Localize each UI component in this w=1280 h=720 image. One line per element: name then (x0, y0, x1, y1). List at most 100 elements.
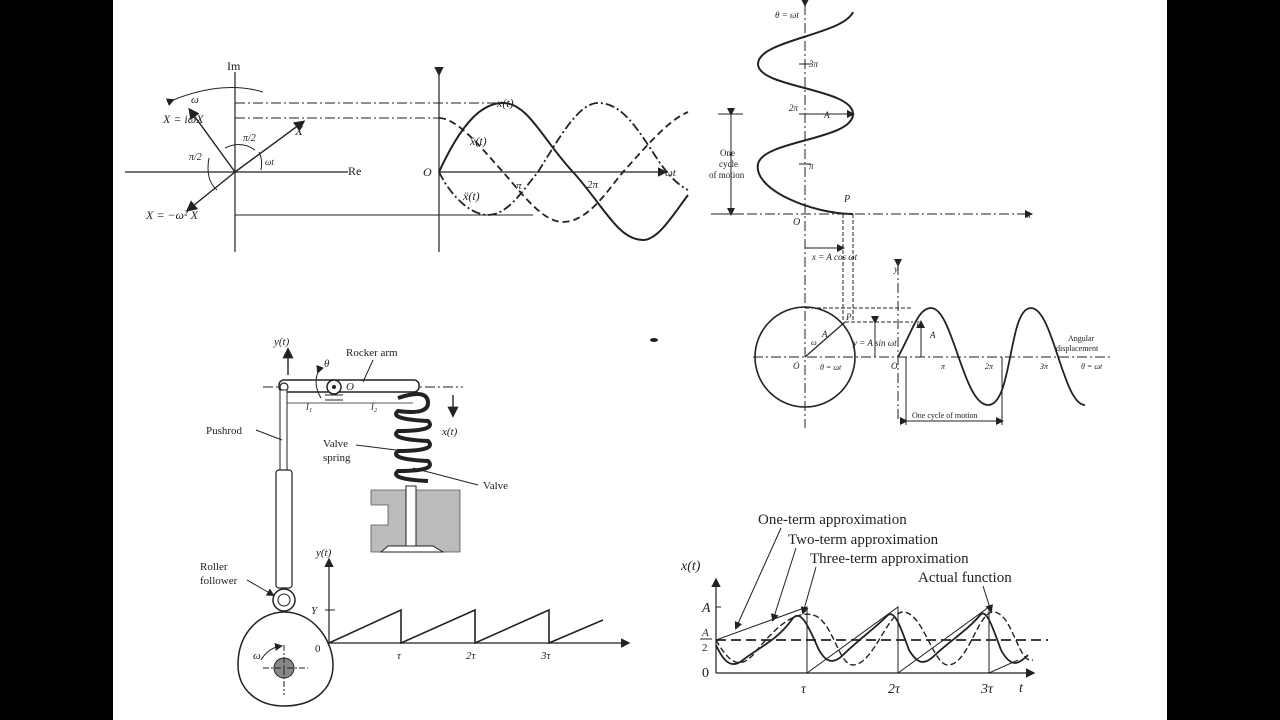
fourier-zero-label: 0 (702, 666, 709, 681)
three-pi-label: 3π (808, 59, 819, 69)
theta-circle-label: θ = ωt (820, 363, 842, 372)
one-term-curve (715, 611, 1034, 666)
x-vector (234, 120, 306, 173)
origin-circle-label: O (793, 361, 800, 371)
pushrod (275, 469, 293, 589)
fourier-approximation-chart: One-term approximation Two-term approxim… (680, 512, 1048, 697)
fourier-xt-label: x(t) (680, 559, 701, 574)
pivot-o-label: O (346, 381, 354, 393)
origin-top-label: O (793, 217, 800, 228)
cam-omega-label: ω (253, 650, 261, 662)
omega-t-label: ωt (265, 157, 274, 167)
saw-t-label: t (621, 638, 625, 650)
xdot-vector (188, 107, 236, 173)
fourier-a-half-numerator: A (701, 627, 709, 639)
valve-stem (405, 485, 417, 547)
sine-curve (897, 307, 1086, 406)
valve-spring-label-2: spring (323, 452, 351, 464)
pi-wave-label: π (941, 362, 946, 371)
point-p-circle-label: P (845, 312, 852, 322)
sine-projection-diagram: y A ω P y = A sin ωt O θ = ωt O P A π 2π… (753, 259, 1113, 425)
valve-xt-label: x(t) (441, 426, 458, 438)
valve-spring (394, 392, 432, 483)
x-equation-label: x = A cos ωt (811, 252, 858, 262)
fourier-three-tau-label: 3τ (980, 682, 994, 697)
phasor-diagram: Im Re ω X X = iωX X = −ω² X π/2 π/2 ωt O… (125, 59, 689, 252)
actual-function-curve (715, 606, 1019, 674)
saw-tau-label: τ (397, 650, 402, 662)
xdot-curve (438, 111, 689, 223)
pi2-label-lower: π/2 (189, 152, 202, 163)
three-pi-wave-label: 3π (1039, 362, 1049, 371)
saw-yt-label: y(t) (315, 547, 332, 559)
one-cycle-line1: One (720, 148, 735, 158)
x-vector-label: X (294, 123, 304, 138)
pi2-arc-lower (207, 157, 218, 191)
roller-label-2: follower (200, 575, 238, 587)
omega-bottom-label: ω (811, 338, 817, 347)
sawtooth-chart: y(t) Y 0 τ 2τ 3τ t (311, 547, 631, 662)
pi2-arc-upper (224, 144, 256, 151)
xdot-label: ẋ(t) (469, 134, 487, 148)
roller-label-1: Roller (200, 561, 228, 573)
y-axis-label: y (893, 264, 898, 274)
valve-label: Valve (483, 480, 508, 492)
theta-axis-label: θ = ωt (775, 10, 799, 20)
valve-spring-label-1: Valve (323, 438, 348, 450)
cosine-projection-diagram: θ = ωt 3π 2π π A x O P One cycle of moti… (709, 0, 1033, 428)
y-equation-label: y = A sin ωt (852, 338, 897, 348)
wt-arc (258, 151, 263, 171)
ink-speck (650, 338, 658, 342)
amplitude-wave-label: A (929, 330, 936, 340)
amplitude-label: A (823, 110, 830, 120)
two-term-label: Two-term approximation (788, 532, 939, 548)
one-cycle-line2: cycle (719, 159, 738, 169)
two-pi-label: 2π (789, 103, 799, 113)
figures-canvas: Im Re ω X X = iωX X = −ω² X π/2 π/2 ωt O… (125, 0, 1113, 707)
point-p-top-label: P (843, 194, 850, 205)
omega-label: ω (191, 94, 199, 106)
two-pi-tick-label: 2π (587, 179, 599, 191)
saw-zero-label: 0 (315, 643, 321, 655)
fourier-tau-label: τ (801, 682, 807, 697)
rocker-arm (278, 379, 420, 393)
saw-two-tau-label: 2τ (466, 650, 477, 662)
x-curve (438, 101, 689, 242)
textbook-page: Im Re ω X X = iωX X = −ω² X π/2 π/2 ωt O… (113, 0, 1167, 720)
one-cycle-line3: of motion (709, 170, 745, 180)
xddot-vector-label: X = −ω² X (145, 208, 199, 222)
pi2-label-upper: π/2 (243, 133, 256, 144)
one-cycle-wave-label: One cycle of motion (912, 411, 978, 420)
xddot-vector (185, 171, 236, 212)
fourier-a-half-denominator: 2 (702, 642, 708, 654)
two-pi-wave-label: 2π (985, 362, 994, 371)
fourier-two-tau-label: 2τ (888, 682, 901, 697)
re-label: Re (348, 164, 361, 178)
x-axis-label: x (1026, 210, 1031, 220)
xddot-label: ẍ(t) (462, 189, 480, 203)
im-label: Im (227, 59, 241, 73)
radius-line (804, 321, 846, 358)
rotation-arrow (165, 87, 264, 106)
three-term-label: Three-term approximation (810, 551, 969, 567)
angular-label: Angular (1068, 334, 1095, 343)
three-term-curve (715, 612, 1029, 665)
one-term-label: One-term approximation (758, 512, 907, 528)
cam-theta-label: θ (324, 358, 330, 370)
origin-label: O (423, 165, 432, 179)
pi-tick-label: π (516, 180, 522, 192)
saw-y-label: Y (311, 605, 319, 617)
point-p-wave-label: P (915, 320, 922, 330)
cam-yt-label: y(t) (273, 336, 290, 348)
origin-wave-label: O (891, 361, 898, 371)
sawtooth-curve (328, 608, 604, 645)
fourier-t-label: t (1019, 681, 1024, 696)
theta-axis-right-label: θ = ωt (1081, 362, 1103, 371)
pushrod-label: Pushrod (206, 425, 243, 437)
l1-label: l₁ (306, 402, 312, 413)
xddot-curve (438, 102, 689, 216)
cam-mechanism-diagram: y(t) θ Rocker arm O l₁ l₂ Valve spring x… (200, 336, 508, 707)
l2-label: l₂ (371, 402, 378, 413)
omegat-axis-label: ωt (665, 167, 677, 179)
saw-three-tau-label: 3τ (540, 650, 552, 662)
